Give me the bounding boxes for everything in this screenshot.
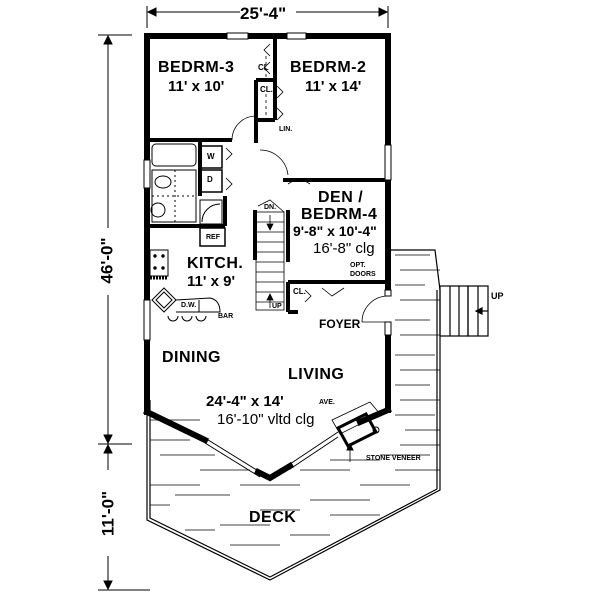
windows — [143, 32, 392, 341]
bedroom-2-label: BEDRM-2 — [290, 59, 367, 76]
closet-label-1: CL — [258, 63, 269, 72]
door-swings — [225, 43, 389, 323]
deck-hatching — [150, 254, 440, 546]
closet-label-2: CL. — [260, 85, 273, 94]
refrigerator-label: REF — [206, 234, 220, 241]
stairs-up-label: UP — [272, 303, 282, 310]
living-size: 24'-4" x 14' — [206, 393, 284, 410]
dining-label: DINING — [162, 349, 221, 366]
bathroom-fixtures — [150, 143, 226, 247]
den-label-line1: DEN / — [318, 189, 364, 206]
den-label-line2: BEDRM-4 — [301, 206, 378, 223]
fireplace — [331, 401, 381, 462]
kitchen-label: KITCH. — [187, 255, 244, 272]
foyer-label: FOYER — [319, 317, 361, 331]
dryer-label: D — [207, 175, 213, 184]
living-label: LIVING — [288, 366, 345, 383]
washer-label: W — [207, 152, 215, 161]
house-depth-dimension: 46'-0" — [97, 237, 117, 284]
dimension-lines — [98, 6, 389, 591]
exterior-walls — [142, 33, 392, 482]
den-size: 9'-8" x 10'-4" — [293, 223, 377, 239]
deck-stairs-up-label: UP — [491, 291, 504, 301]
width-dimension: 25'-4" — [240, 4, 287, 23]
living-ceiling: 16'-10" vltd clg — [217, 411, 315, 428]
deck-depth-dimension: 11'-0" — [98, 490, 118, 537]
deck-label: DECK — [249, 509, 297, 526]
diagonal-windows — [204, 431, 339, 478]
bedroom-2-size: 11' x 14' — [305, 78, 362, 95]
den-ceiling: 16'-8" clg — [313, 240, 375, 257]
stairs — [255, 199, 285, 311]
opt-doors-label-1: OPT. — [350, 262, 366, 269]
bar-label: BAR — [218, 313, 234, 320]
closet-label-3: CL. — [293, 287, 306, 296]
deck-outline — [146, 249, 489, 581]
bedroom-3-label: BEDRM-3 — [158, 59, 235, 76]
linen-closet-label: LIN. — [279, 126, 293, 133]
kitchen-size: 11' x 9' — [187, 273, 236, 290]
dishwasher-label: D.W. — [181, 302, 197, 309]
stone-veneer-label: STONE VENEER — [366, 455, 421, 462]
living-size-note: AVE. — [319, 399, 335, 406]
kitchen-fixtures — [149, 249, 221, 322]
bedroom-3-size: 11' x 10' — [168, 78, 225, 95]
opt-doors-label-2: DOORS — [350, 271, 376, 278]
stairs-down-label: DN. — [264, 204, 277, 211]
